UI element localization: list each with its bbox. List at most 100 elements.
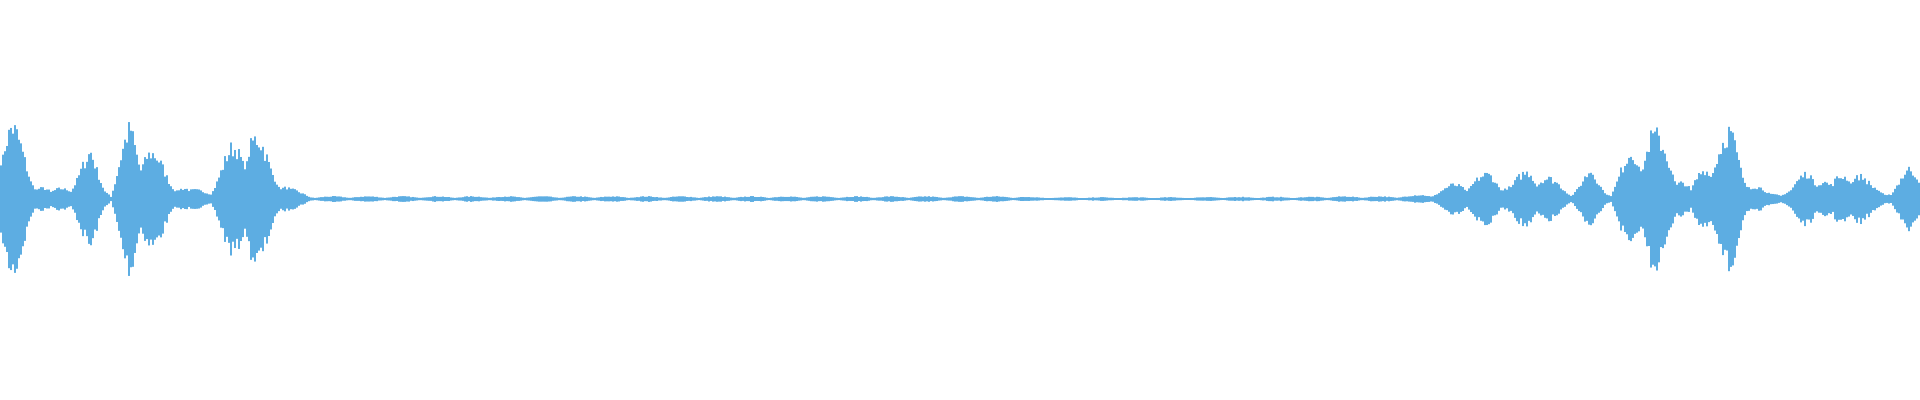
waveform-sample — [130, 130, 132, 268]
waveform-sample — [1104, 197, 1106, 201]
waveform-sample — [726, 197, 728, 201]
waveform-sample — [1610, 196, 1612, 202]
waveform-sample — [1340, 196, 1342, 202]
waveform-sample — [962, 196, 964, 202]
waveform-sample — [152, 153, 154, 245]
waveform-sample — [714, 196, 716, 202]
waveform-sample — [1458, 184, 1460, 214]
waveform-sample — [768, 197, 770, 201]
waveform-sample — [276, 184, 278, 214]
waveform-sample — [1490, 175, 1492, 223]
waveform-sample — [1426, 196, 1428, 202]
waveform-sample — [1198, 197, 1200, 201]
waveform-sample — [734, 197, 736, 201]
waveform-sample — [372, 196, 374, 202]
waveform-sample — [44, 190, 46, 208]
waveform-sample — [858, 196, 860, 202]
waveform-sample — [762, 197, 764, 201]
waveform-sample — [1018, 197, 1020, 201]
waveform-sample — [1882, 193, 1884, 205]
waveform-sample — [1348, 196, 1350, 202]
waveform-sample — [58, 187, 60, 211]
waveform-sample — [870, 197, 872, 201]
waveform-sample — [394, 196, 396, 202]
waveform-sample — [990, 196, 992, 202]
waveform-sample — [1778, 195, 1780, 203]
waveform-sample — [1706, 171, 1708, 227]
waveform-sample — [756, 197, 758, 201]
waveform-sample — [1484, 172, 1486, 226]
waveform-sample — [584, 196, 586, 202]
waveform-sample — [1196, 197, 1198, 201]
waveform-sample — [376, 196, 378, 202]
waveform-sample — [1036, 197, 1038, 201]
waveform-sample — [1264, 197, 1266, 201]
waveform-sample — [1040, 197, 1042, 201]
waveform-sample — [806, 197, 808, 201]
waveform-sample — [76, 177, 78, 221]
waveform-sample — [1234, 197, 1236, 201]
waveform-sample — [426, 197, 428, 201]
waveform-sample — [964, 196, 966, 202]
waveform-sample — [924, 196, 926, 202]
waveform-sample — [296, 190, 298, 208]
waveform-sample — [1444, 188, 1446, 210]
waveform-sample — [618, 196, 620, 202]
waveform-sample — [570, 196, 572, 202]
waveform-sample — [494, 197, 496, 201]
waveform-sample — [82, 161, 84, 237]
waveform-sample — [132, 131, 134, 267]
waveform-sample — [140, 170, 142, 228]
waveform-sample — [254, 136, 256, 262]
waveform-sample — [0, 165, 2, 233]
waveform-sample — [392, 196, 394, 202]
waveform-sample — [692, 197, 694, 201]
waveform-sample — [360, 196, 362, 202]
waveform-sample — [208, 194, 210, 204]
waveform-sample — [120, 160, 122, 238]
waveform-sample — [710, 197, 712, 201]
waveform-sample — [186, 188, 188, 210]
waveform-sample — [22, 151, 24, 247]
waveform-sample — [498, 196, 500, 202]
waveform-sample — [800, 197, 802, 201]
waveform-sample — [596, 197, 598, 201]
waveform-sample — [754, 196, 756, 202]
waveform-sample — [752, 196, 754, 202]
waveform-sample — [1828, 184, 1830, 214]
waveform-sample — [578, 196, 580, 202]
waveform-sample — [1792, 187, 1794, 211]
waveform-sample — [1654, 131, 1656, 267]
waveform-sample — [1090, 197, 1092, 201]
waveform-sample — [716, 196, 718, 202]
waveform-sample — [114, 184, 116, 214]
waveform-sample — [704, 197, 706, 201]
waveform-sample — [1604, 193, 1606, 205]
waveform-sample — [486, 197, 488, 201]
waveform-sample — [228, 155, 230, 243]
waveform-sample — [1816, 186, 1818, 212]
waveform-sample — [1114, 198, 1116, 200]
waveform-sample — [1768, 192, 1770, 206]
waveform-sample — [1540, 182, 1542, 216]
waveform-sample — [1126, 197, 1128, 201]
waveform-sample — [192, 189, 194, 209]
waveform-sample — [306, 195, 308, 203]
waveform-sample — [1508, 186, 1510, 212]
waveform-sample — [890, 196, 892, 202]
waveform-sample — [708, 196, 710, 202]
waveform-sample — [232, 156, 234, 242]
waveform-sample — [1468, 188, 1470, 210]
waveform-sample — [720, 196, 722, 202]
waveform-sample — [524, 197, 526, 201]
waveform-sample — [1160, 197, 1162, 201]
waveform-sample — [1880, 192, 1882, 206]
waveform-sample — [1524, 174, 1526, 224]
waveform-sample — [1118, 198, 1120, 200]
waveform-sample — [188, 191, 190, 207]
waveform-sample — [340, 196, 342, 202]
waveform-sample — [1688, 186, 1690, 212]
waveform-sample — [334, 196, 336, 202]
waveform-sample — [408, 196, 410, 202]
waveform-sample — [958, 196, 960, 202]
